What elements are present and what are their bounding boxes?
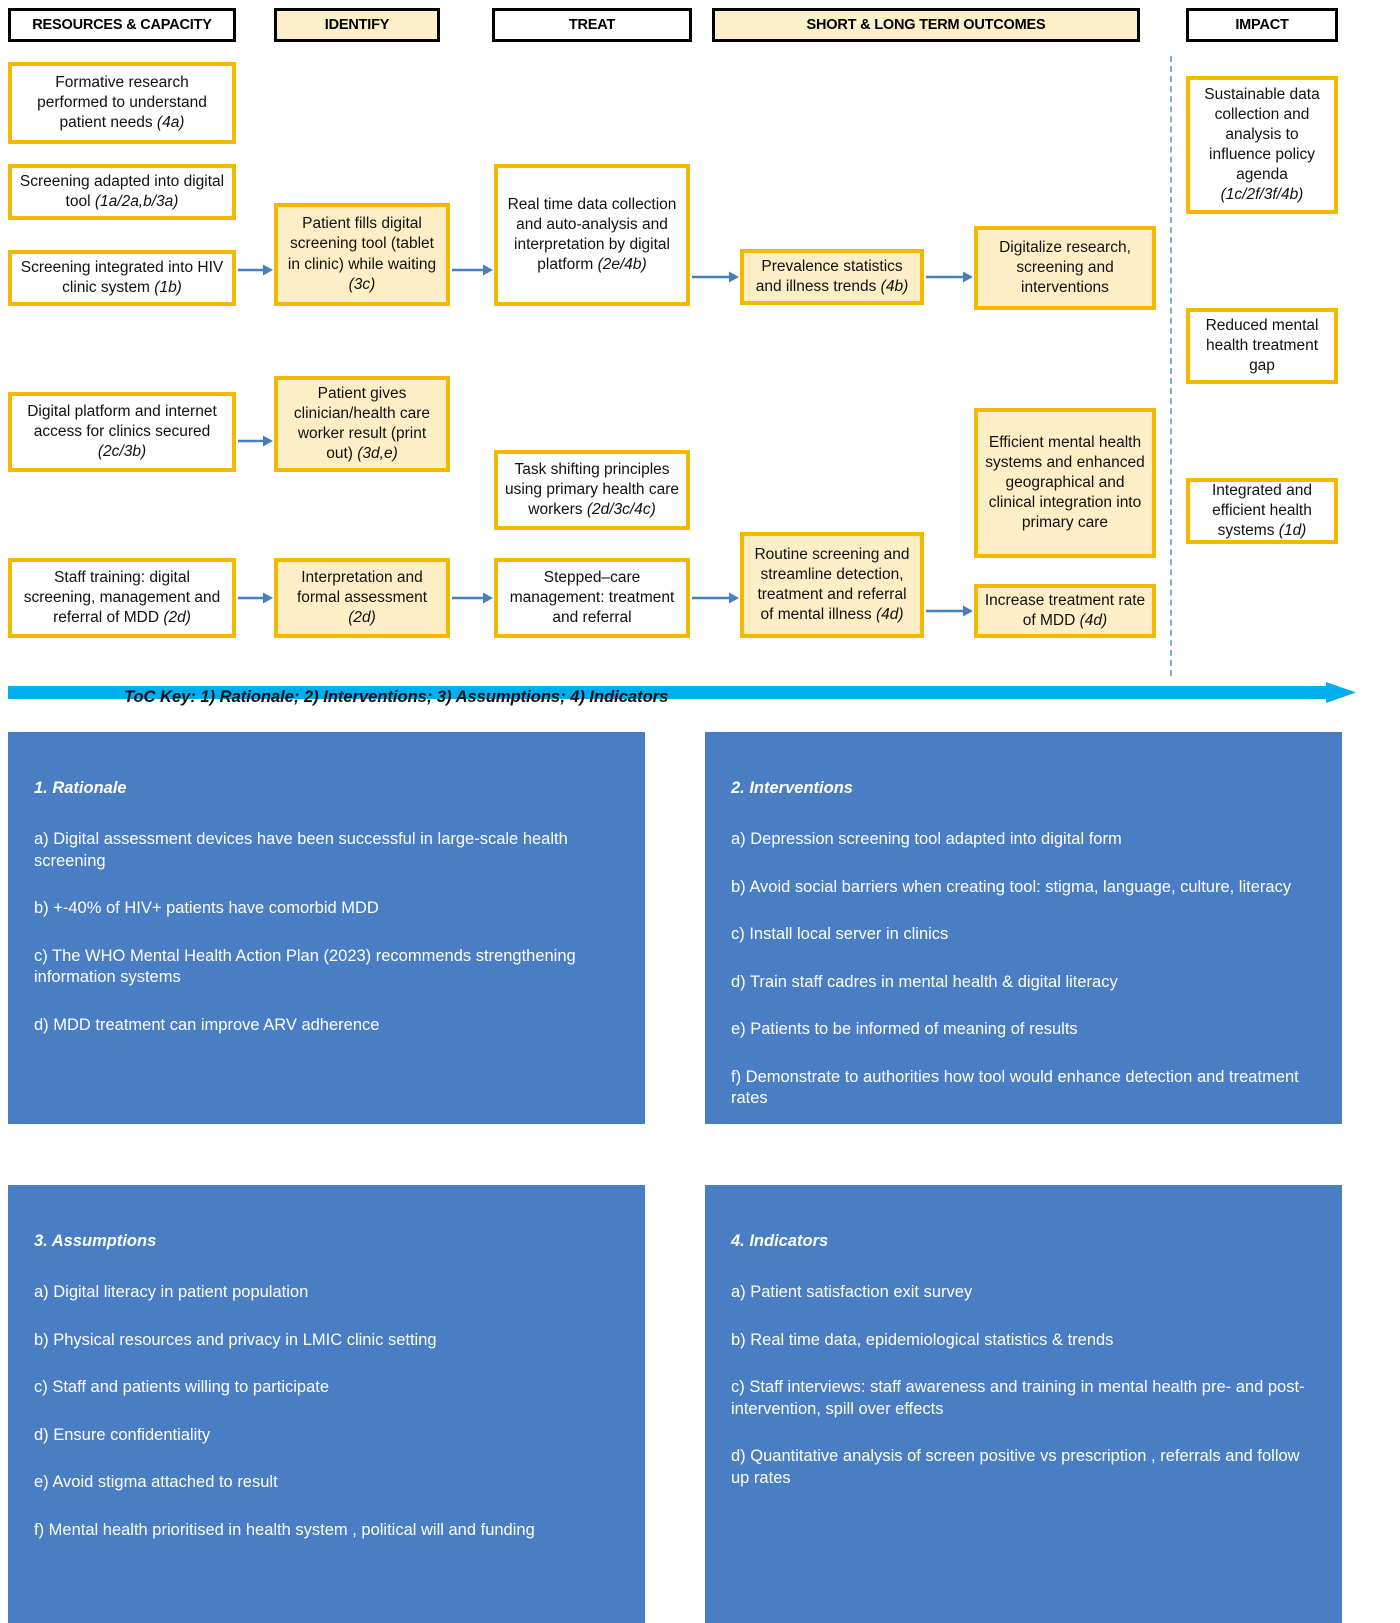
flow-box-text: Screening adapted into digital tool (1a/… xyxy=(19,172,225,210)
panel-item: c) Staff interviews: staff awareness and… xyxy=(731,1378,1305,1418)
column-header-label: SHORT & LONG TERM OUTCOMES xyxy=(806,17,1046,33)
info-panel-interventions: 2. Interventions a) Depression screening… xyxy=(705,732,1342,1124)
panel-item: b) +-40% of HIV+ patients have comorbid … xyxy=(34,899,379,918)
panel-item: d) Quantitative analysis of screen posit… xyxy=(731,1447,1300,1487)
connector-arrow-routine-screening-to-increase-rate xyxy=(926,604,974,618)
toc-key-text: ToC Key: 1) Rationale; 2) Interventions;… xyxy=(124,688,669,706)
flow-box-formative-research: Formative research performed to understa… xyxy=(8,62,236,144)
connector-arrow-screening-to-patient-fills xyxy=(238,263,274,277)
info-panel-rationale: 1. Rationale a) Digital assessment devic… xyxy=(8,732,645,1124)
flow-box-routine-screening: Routine screening and streamline detecti… xyxy=(740,532,924,638)
flow-box-sustainable-data: Sustainable data collection and analysis… xyxy=(1186,76,1338,214)
flow-box-task-shifting: Task shifting principles using primary h… xyxy=(494,450,690,530)
connector-arrow-staff-training-to-interpretation xyxy=(238,591,274,605)
flow-box-integrated-systems: Integrated and efficient health systems … xyxy=(1186,478,1338,544)
flow-box-text: Interpretation and formal assessment (2d… xyxy=(296,568,428,627)
flow-box-text: Task shifting principles using primary h… xyxy=(504,460,680,519)
panel-item: c) Install local server in clinics xyxy=(731,925,949,944)
panel-item: a) Digital literacy in patient populatio… xyxy=(34,1283,309,1302)
flow-box-text: Digital platform and internet access for… xyxy=(27,402,217,461)
flow-box-text: Sustainable data collection and analysis… xyxy=(1204,85,1320,204)
connector-arrow-stepped-care-to-routine-screening xyxy=(692,591,740,605)
column-header-treat: TREAT xyxy=(492,8,692,42)
flow-box-text: Prevalence statistics and illness trends… xyxy=(755,257,909,295)
flow-box-efficient-systems: Efficient mental health systems and enha… xyxy=(974,408,1156,558)
column-header-label: IMPACT xyxy=(1235,17,1289,33)
flow-box-text: Patient fills digital screening tool (ta… xyxy=(287,215,437,293)
panel-item: a) Depression screening tool adapted int… xyxy=(731,830,1122,849)
column-header-resources-capacity: RESOURCES & CAPACITY xyxy=(8,8,236,42)
panel-title: 2. Interventions xyxy=(731,779,853,797)
flow-box-text: Screening integrated into HIV clinic sys… xyxy=(20,258,224,296)
flow-box-reduced-gap: Reduced mental health treatment gap xyxy=(1186,308,1338,384)
panel-item: c) The WHO Mental Health Action Plan (20… xyxy=(34,946,576,987)
flow-box-increase-treatment-rate: Increase treatment rate of MDD (4d) xyxy=(974,584,1156,638)
info-panel-assumptions: 3. Assumptions a) Digital literacy in pa… xyxy=(8,1185,645,1623)
flow-box-patient-gives-result: Patient gives clinician/health care work… xyxy=(274,376,450,472)
panel-item: a) Patient satisfaction exit survey xyxy=(731,1283,973,1302)
info-panel-indicators: 4. Indicators a) Patient satisfaction ex… xyxy=(705,1185,1342,1623)
column-header-impact: IMPACT xyxy=(1186,8,1338,42)
flow-box-text: Staff training: digital screening, manag… xyxy=(23,568,221,627)
panel-item: f) Mental health prioritised in health s… xyxy=(34,1520,535,1539)
flow-box-real-time-data: Real time data collection and auto-analy… xyxy=(494,164,690,306)
column-header-label: RESOURCES & CAPACITY xyxy=(32,17,212,33)
flow-box-digital-platform: Digital platform and internet access for… xyxy=(8,392,236,472)
panel-item: a) Digital assessment devices have been … xyxy=(34,830,568,870)
panel-title: 3. Assumptions xyxy=(34,1232,157,1250)
flow-box-patient-fills-tool: Patient fills digital screening tool (ta… xyxy=(274,203,450,306)
panel-item: d) Ensure confidentiality xyxy=(34,1425,211,1444)
column-header-label: TREAT xyxy=(568,17,616,33)
panel-item: e) Patients to be informed of meaning of… xyxy=(731,1020,1078,1039)
flow-box-text: Real time data collection and auto-analy… xyxy=(507,195,677,274)
connector-arrow-patient-fills-to-real-time xyxy=(452,263,494,277)
panel-item: d) MDD treatment can improve ARV adheren… xyxy=(34,1015,380,1034)
connector-arrow-digital-platform-to-patient-gives xyxy=(238,434,274,448)
panel-item: b) Physical resources and privacy in LMI… xyxy=(34,1330,437,1349)
flow-box-interpretation-assessment: Interpretation and formal assessment (2d… xyxy=(274,558,450,638)
flow-box-text: Efficient mental health systems and enha… xyxy=(985,433,1145,532)
flow-box-digitalize-research: Digitalize research, screening and inter… xyxy=(974,226,1156,310)
flow-box-text: Integrated and efficient health systems … xyxy=(1212,481,1312,540)
flow-box-screening-integrated: Screening integrated into HIV clinic sys… xyxy=(8,250,236,306)
flow-box-text: Increase treatment rate of MDD (4d) xyxy=(984,591,1146,629)
panel-item: b) Avoid social barriers when creating t… xyxy=(731,877,1292,896)
connector-arrow-real-time-to-prevalence xyxy=(692,270,740,284)
flow-box-staff-training: Staff training: digital screening, manag… xyxy=(8,558,236,638)
flow-box-text: Patient gives clinician/health care work… xyxy=(293,384,431,463)
flow-box-prevalence-statistics: Prevalence statistics and illness trends… xyxy=(740,249,924,305)
flow-box-text: Formative research performed to understa… xyxy=(37,73,207,132)
panel-title: 4. Indicators xyxy=(731,1232,829,1250)
flow-box-screening-adapted: Screening adapted into digital tool (1a/… xyxy=(8,164,236,220)
flow-box-text: Reduced mental health treatment gap xyxy=(1205,316,1319,375)
panel-item: b) Real time data, epidemiological stati… xyxy=(731,1330,1114,1349)
connector-arrow-prevalence-to-digitalize xyxy=(926,270,974,284)
flow-box-text: Stepped–care management: treatment and r… xyxy=(509,568,675,627)
process-flow-arrow xyxy=(8,682,1356,704)
connector-arrow-interpretation-to-stepped-care xyxy=(452,591,494,605)
panel-item: c) Staff and patients willing to partici… xyxy=(34,1378,330,1397)
column-header-short-long-term-outcomes: SHORT & LONG TERM OUTCOMES xyxy=(712,8,1140,42)
panel-title: 1. Rationale xyxy=(34,779,127,797)
panel-item: f) Demonstrate to authorities how tool w… xyxy=(731,1067,1299,1108)
flow-box-text: Digitalize research, screening and inter… xyxy=(999,238,1131,297)
panel-item: e) Avoid stigma attached to result xyxy=(34,1473,278,1492)
flow-box-text: Routine screening and streamline detecti… xyxy=(754,545,910,624)
toc-key-legend: ToC Key: 1) Rationale; 2) Interventions;… xyxy=(124,688,668,707)
column-header-identify: IDENTIFY xyxy=(274,8,440,42)
impact-section-divider xyxy=(1170,56,1172,676)
flow-box-stepped-care: Stepped–care management: treatment and r… xyxy=(494,558,690,638)
panel-item: d) Train staff cadres in mental health &… xyxy=(731,972,1118,991)
column-header-label: IDENTIFY xyxy=(324,17,390,33)
